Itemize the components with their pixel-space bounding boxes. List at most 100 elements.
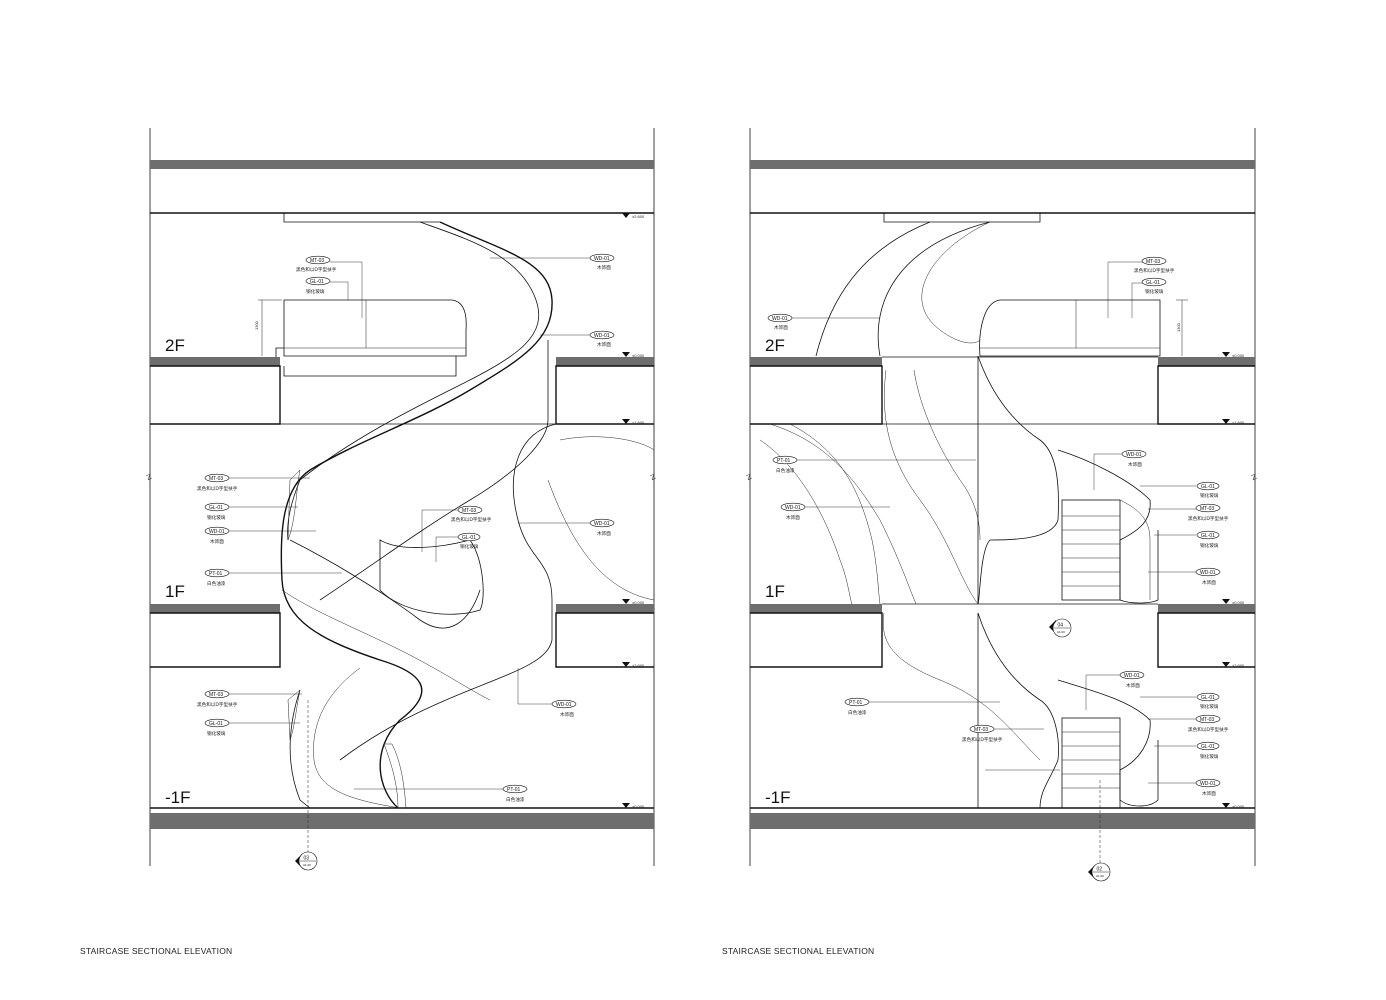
svg-text:±2.600: ±2.600 (1232, 663, 1245, 668)
svg-text:WD-01: WD-01 (594, 521, 610, 527)
svg-text:PT-01: PT-01 (849, 700, 863, 706)
section-marker-mid: 04 A1.00 (1049, 618, 1072, 638)
slab-2f-left (150, 357, 280, 366)
svg-text:A1.00: A1.00 (1057, 630, 1065, 634)
svg-text:木饰面: 木饰面 (774, 324, 788, 331)
svg-text:MT-03: MT-03 (209, 476, 223, 482)
svg-text:±2.600: ±2.600 (632, 663, 645, 668)
svg-text:GL-01: GL-01 (1146, 280, 1160, 286)
svg-text:GL-01: GL-01 (1201, 744, 1215, 750)
material-tag: GL-01 钢化玻璃 (204, 502, 298, 521)
section-marker: 02 A1.00 (1088, 862, 1111, 882)
svg-text:GL-01: GL-01 (310, 279, 324, 285)
svg-text:黑色和以D字型扶手: 黑色和以D字型扶手 (451, 516, 492, 523)
svg-text:±1.600: ±1.600 (1232, 420, 1245, 425)
svg-text:钢化玻璃: 钢化玻璃 (1200, 703, 1219, 710)
material-tag: GL-01 钢化玻璃 (305, 276, 349, 300)
section-marker: 03 A1.00 (295, 851, 318, 871)
svg-text:±1.600: ±1.600 (632, 420, 645, 425)
stair-treads-b1 (1061, 717, 1121, 809)
svg-text:WD-01: WD-01 (209, 529, 225, 535)
svg-text:A1.00: A1.00 (1096, 874, 1104, 878)
svg-text:WD-01: WD-01 (556, 702, 572, 708)
svg-text:GL-01: GL-01 (1201, 533, 1215, 539)
svg-text:±0.000: ±0.000 (1232, 353, 1245, 358)
left-elevation-panel: 1300 2F 1F -1F ±2.600 ±0.000 ±1.600 ±0.0… (80, 128, 657, 956)
svg-text:白色油漆: 白色油漆 (848, 709, 867, 716)
drawing-caption: STAIRCASE SECTIONAL ELEVATION (722, 946, 874, 956)
svg-text:白色油漆: 白色油漆 (506, 796, 525, 803)
material-tag: MT-03 黑色和以D字型扶手 (421, 505, 492, 552)
svg-text:钢化玻璃: 钢化玻璃 (306, 288, 325, 295)
material-tag: GL-01 钢化玻璃 (1154, 741, 1220, 760)
svg-text:02: 02 (1097, 867, 1103, 873)
svg-text:木饰面: 木饰面 (1128, 461, 1142, 468)
svg-text:木饰面: 木饰面 (560, 711, 574, 718)
stair-stringer-inner (319, 340, 549, 601)
drawing-caption: STAIRCASE SECTIONAL ELEVATION (80, 946, 232, 956)
svg-text:木饰面: 木饰面 (1202, 579, 1216, 586)
svg-text:±0.000: ±0.000 (632, 804, 645, 809)
material-tag: MT-03 黑色和以D字型扶手 (1148, 503, 1229, 522)
svg-text:GL-01: GL-01 (209, 505, 223, 511)
svg-text:白色油漆: 白色油漆 (776, 467, 795, 474)
ceiling-bulkhead (283, 213, 440, 223)
svg-text:GL-01: GL-01 (1201, 484, 1215, 490)
material-tag: MT-03 黑色和以D字型扶手 (1107, 256, 1175, 318)
svg-text:钢化玻璃: 钢化玻璃 (207, 514, 226, 521)
svg-text:GL-01: GL-01 (1201, 695, 1215, 701)
svg-text:黑色和以D字型扶手: 黑色和以D字型扶手 (1188, 515, 1229, 522)
beam-2f-right (555, 365, 654, 425)
svg-text:±2.600: ±2.600 (632, 214, 645, 219)
svg-text:MT-03: MT-03 (1146, 259, 1160, 265)
beam-2f-left (150, 365, 281, 425)
svg-text:黑色和以D字型扶手: 黑色和以D字型扶手 (1134, 267, 1175, 274)
svg-text:黑色和以D字型扶手: 黑色和以D字型扶手 (1188, 726, 1229, 733)
slab-2f-right (1158, 357, 1255, 366)
beam-1f-right (1157, 612, 1255, 668)
level-marker: ±0.000 (622, 352, 645, 358)
svg-text:MT-03: MT-03 (462, 508, 476, 514)
slab-1f-left (150, 604, 280, 613)
svg-text:木饰面: 木饰面 (597, 341, 611, 348)
svg-text:黑色和以D字型扶手: 黑色和以D字型扶手 (197, 485, 238, 492)
svg-text:MT-03: MT-03 (1200, 506, 1214, 512)
glass-panel-1f (379, 539, 484, 615)
svg-text:钢化玻璃: 钢化玻璃 (1145, 288, 1164, 295)
material-tag: WD-01 木饰面 (517, 668, 577, 718)
svg-text:±0.000: ±0.000 (632, 353, 645, 358)
level-marker: ±0.000 (622, 803, 645, 809)
svg-text:MT-03: MT-03 (1200, 717, 1214, 723)
beam-2f-right (1157, 365, 1255, 425)
floor-label-b1: -1F (765, 788, 791, 807)
svg-text:GL-01: GL-01 (462, 535, 476, 541)
svg-text:黑色和以D字型扶手: 黑色和以D字型扶手 (962, 736, 1003, 743)
svg-text:黑色和以D字型扶手: 黑色和以D字型扶手 (197, 701, 238, 708)
stair-treads-1f (1061, 499, 1121, 601)
roof-slab (150, 160, 654, 169)
level-marker: ±2.600 (1222, 662, 1245, 668)
svg-text:PT-01: PT-01 (209, 571, 223, 577)
svg-text:木饰面: 木饰面 (597, 530, 611, 537)
glass-balustrade-2f (283, 299, 467, 357)
svg-text:WD-01: WD-01 (785, 505, 801, 511)
material-tag: PT-01 白色油漆 (844, 697, 1000, 716)
beam-1f-left (750, 612, 883, 668)
svg-text:PT-01: PT-01 (507, 787, 521, 793)
material-tag: MT-03 黑色和以D字型扶手 (197, 473, 310, 492)
level-marker: ±2.600 (622, 213, 645, 219)
svg-text:钢化玻璃: 钢化玻璃 (1200, 753, 1219, 760)
beam-2f-left (750, 365, 883, 425)
dimension-label: 1300 (254, 320, 259, 330)
svg-text:±0.000: ±0.000 (1232, 600, 1245, 605)
